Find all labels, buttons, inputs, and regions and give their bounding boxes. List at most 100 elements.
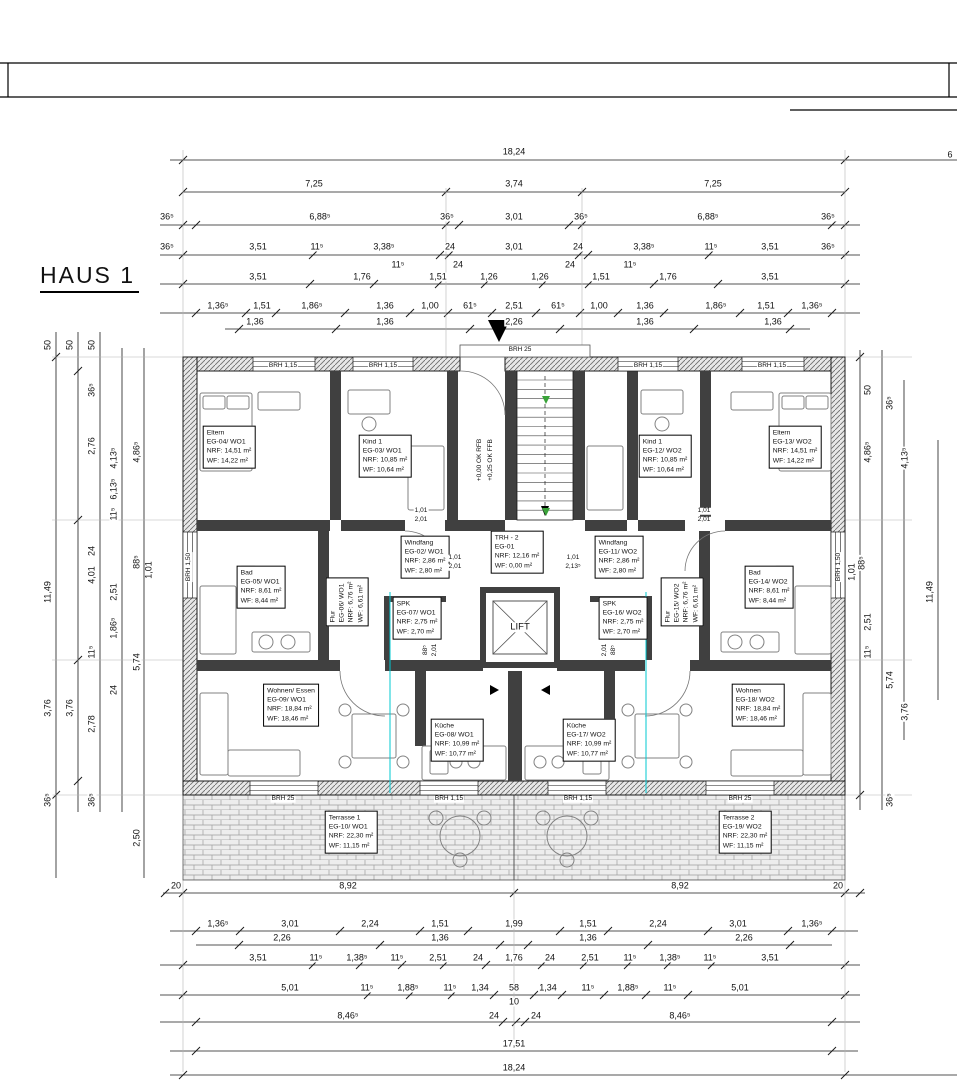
dimension-label: 11⁵ bbox=[622, 952, 638, 963]
dimension-label: 18,24 bbox=[501, 146, 527, 157]
dimension-label: 1,36 bbox=[635, 316, 655, 327]
dimension-label: 1,01 bbox=[846, 562, 857, 582]
dimension-label: 1,51 bbox=[428, 271, 448, 282]
dimension-label: 50 bbox=[86, 338, 97, 352]
dimension-label: 36⁵ bbox=[884, 792, 895, 808]
plan-annotation: BRH 1,50 bbox=[834, 551, 843, 583]
plan-annotation: 1,01 bbox=[565, 553, 581, 562]
dimension-label: 88⁵ bbox=[856, 555, 867, 571]
plan-annotation: 1,01 bbox=[413, 506, 429, 515]
dimension-label: 11⁵ bbox=[702, 952, 718, 963]
dimension-label: 2,26 bbox=[272, 932, 292, 943]
dimension-label: 1,00 bbox=[589, 300, 609, 311]
dimension-label: 1,36 bbox=[763, 316, 783, 327]
plan-annotation: 2,01 bbox=[430, 642, 439, 658]
dimension-label: 1,38⁵ bbox=[345, 952, 369, 963]
dimension-label: 3,51 bbox=[248, 271, 268, 282]
dimension-label: 3,01 bbox=[728, 918, 748, 929]
dimension-label: 6,13⁵ bbox=[108, 477, 119, 501]
dimension-label: 11,49 bbox=[924, 580, 935, 604]
page-title: HAUS 1 bbox=[40, 262, 140, 293]
dimension-label: 24 bbox=[471, 952, 485, 963]
dimension-label: 2,51 bbox=[580, 952, 600, 963]
dimension-label: 1,36 bbox=[245, 316, 265, 327]
dimension-label: 1,01 bbox=[143, 560, 154, 580]
dimension-label: 4,01 bbox=[86, 565, 97, 585]
dimension-label: 50 bbox=[862, 383, 873, 397]
dimension-label: 1,38⁵ bbox=[658, 952, 682, 963]
dimension-label: 17,51 bbox=[501, 1038, 527, 1049]
dimension-label: 11⁵ bbox=[108, 506, 119, 522]
dimension-label: 11⁵ bbox=[662, 982, 678, 993]
dimension-label: 5,74 bbox=[131, 652, 142, 672]
staircase bbox=[516, 370, 574, 521]
dimension-label: 11⁵ bbox=[308, 952, 324, 963]
dimension-label: 88⁵ bbox=[131, 554, 142, 570]
plan-annotation: BRH 1,15 bbox=[267, 361, 299, 370]
plan-annotation: BRH 1,15 bbox=[562, 794, 594, 803]
dimension-label: 11⁵ bbox=[86, 644, 97, 660]
dimension-label: 2,50 bbox=[131, 828, 142, 848]
dimension-label: 6,88⁵ bbox=[308, 211, 332, 222]
dimension-label: 11,49 bbox=[42, 580, 53, 604]
dimension-label: 5,01 bbox=[730, 982, 750, 993]
dimension-label: 3,38⁵ bbox=[632, 241, 656, 252]
dimension-label: 1,88⁵ bbox=[396, 982, 420, 993]
dimension-label: 24 bbox=[543, 952, 557, 963]
dimension-label: 11⁵ bbox=[862, 644, 873, 660]
plan-annotation: +0,00 OK RFB bbox=[475, 437, 484, 483]
plan-annotation: BRH 25 bbox=[270, 794, 296, 803]
dimension-label: 24 bbox=[451, 259, 465, 270]
dimension-label: 1,51 bbox=[756, 300, 776, 311]
dimension-label: 24 bbox=[487, 1010, 501, 1021]
dimension-label: 6,88⁵ bbox=[696, 211, 720, 222]
plan-annotation: LIFT bbox=[509, 621, 531, 633]
dimension-label: 2,26 bbox=[734, 932, 754, 943]
dimension-label: 7,25 bbox=[304, 178, 324, 189]
dimension-label: 3,01 bbox=[504, 241, 524, 252]
dimension-label: 61⁵ bbox=[550, 300, 566, 311]
plan-annotation: BRH 1,15 bbox=[433, 794, 465, 803]
dimension-label: 3,76 bbox=[64, 698, 75, 718]
dimension-label: 1,51 bbox=[578, 918, 598, 929]
dimension-label: 50 bbox=[42, 338, 53, 352]
dimension-label: 2,51 bbox=[504, 300, 524, 311]
dimension-label: 36⁵ bbox=[884, 395, 895, 411]
dimension-label: 1,36 bbox=[375, 316, 395, 327]
dimension-label: 24 bbox=[443, 241, 457, 252]
dimension-label: 20 bbox=[831, 880, 845, 891]
dimension-label: 1,76 bbox=[504, 952, 524, 963]
dimension-label: 3,51 bbox=[760, 241, 780, 252]
dimension-label: 4,13⁵ bbox=[108, 446, 119, 470]
dimension-label: 1,86⁵ bbox=[704, 300, 728, 311]
dimension-label: 8,46⁵ bbox=[668, 1010, 692, 1021]
dimension-label: 1,51 bbox=[430, 918, 450, 929]
plan-annotation: BRH 25 bbox=[507, 345, 533, 354]
dimension-label: 36⁵ bbox=[86, 792, 97, 808]
dimension-label: 18,24 bbox=[501, 1062, 527, 1073]
dimension-label: 1,36 bbox=[430, 932, 450, 943]
dimension-label: 1,26 bbox=[479, 271, 499, 282]
plan-annotation: 88⁵ bbox=[609, 644, 618, 656]
dimension-label: 2,51 bbox=[428, 952, 448, 963]
dimension-label: 3,51 bbox=[248, 952, 268, 963]
dimension-label: 3,51 bbox=[760, 271, 780, 282]
dimension-label: 36⁵ bbox=[820, 241, 836, 252]
dimension-label: 36⁵ bbox=[86, 382, 97, 398]
dimension-label: 2,51 bbox=[862, 612, 873, 632]
dimension-label: 5,74 bbox=[884, 670, 895, 690]
dimension-label: 36⁵ bbox=[573, 211, 589, 222]
dimension-label: 1,51 bbox=[252, 300, 272, 311]
